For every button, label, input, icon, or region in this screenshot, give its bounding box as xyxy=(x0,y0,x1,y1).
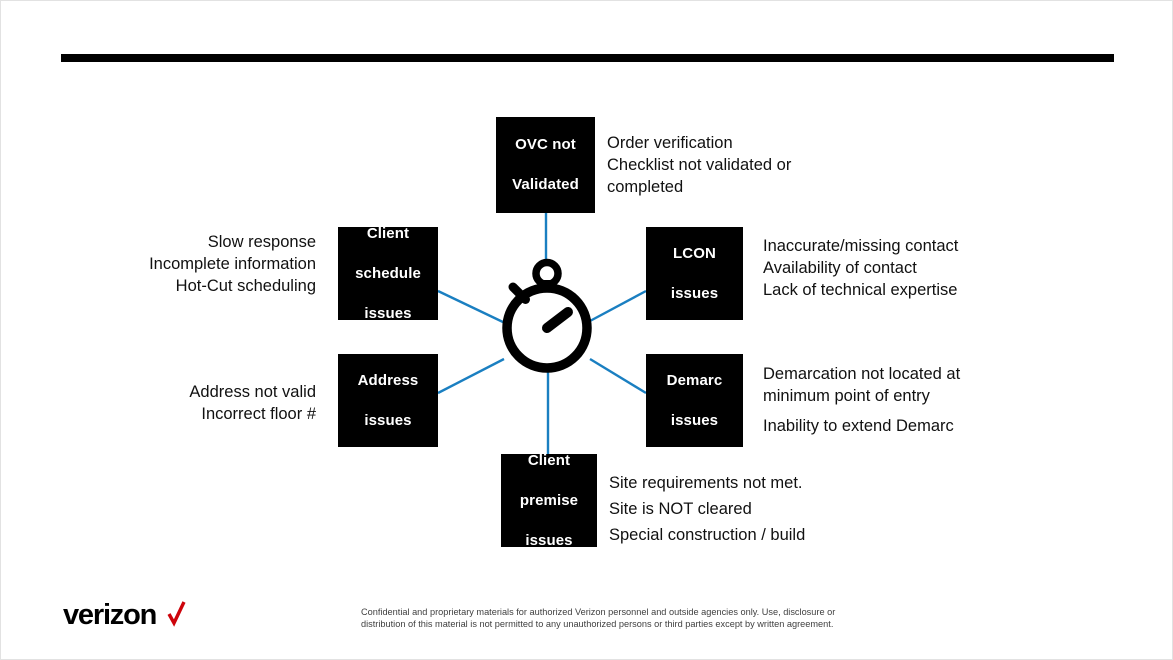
node-label-line: OVC not xyxy=(515,136,576,153)
description-line: Inaccurate/missing contact xyxy=(763,237,959,255)
description-line: Inability to extend Demarc xyxy=(763,417,954,435)
node-box-demarc[interactable]: Demarc issues xyxy=(646,354,743,447)
header-rule xyxy=(61,54,1114,62)
verizon-logo: verizon xyxy=(63,599,186,631)
description-client-premise: Site requirements not met. Site is NOT c… xyxy=(609,472,909,546)
description-line: Checklist not validated or xyxy=(607,156,792,174)
connector-demarc xyxy=(589,357,647,395)
description-address: Address not valid Incorrect floor # xyxy=(16,381,316,425)
hub-and-spoke-diagram: OVC not Validated Client schedule issues… xyxy=(1,1,1173,601)
node-label-line: issues xyxy=(364,411,412,429)
description-line: Hot-Cut scheduling xyxy=(175,277,316,295)
node-label-line: Client xyxy=(527,451,571,469)
node-label-line: Client xyxy=(366,224,410,242)
stopwatch-icon xyxy=(502,258,592,373)
node-box-client-schedule[interactable]: Client schedule issues xyxy=(338,224,438,322)
node-label-line: issues xyxy=(670,411,719,429)
connector-address xyxy=(437,357,505,395)
node-box-lcon[interactable]: LCON issues xyxy=(646,227,743,320)
description-line: Address not valid xyxy=(189,383,316,401)
description-client-schedule: Slow response Incomplete information Hot… xyxy=(16,231,316,297)
description-line: Site requirements not met. xyxy=(609,474,803,492)
node-label-line: LCON xyxy=(673,244,716,262)
confidentiality-note-line: Confidential and proprietary materials f… xyxy=(361,607,836,617)
description-line: minimum point of entry xyxy=(763,387,930,405)
description-line: Incorrect floor # xyxy=(201,405,316,423)
description-line: Incomplete information xyxy=(149,255,316,273)
description-demarc: Demarcation not located at minimum point… xyxy=(763,363,1063,437)
node-label-line: schedule xyxy=(355,264,421,282)
confidentiality-note-line: distribution of this material is not per… xyxy=(361,618,834,629)
description-ovc: Order verification Checklist not validat… xyxy=(607,132,907,198)
node-label-line: Validated xyxy=(512,176,579,193)
connector-client-schedule xyxy=(437,289,506,325)
description-line: Lack of technical expertise xyxy=(763,281,958,299)
node-label-line: issues xyxy=(525,531,573,549)
node-label-line: premise xyxy=(519,491,579,509)
connector-lcon xyxy=(589,289,647,323)
description-line: Order verification xyxy=(607,134,733,152)
check-mark-icon xyxy=(167,601,186,627)
connector-lines xyxy=(437,213,647,454)
node-box-client-premise[interactable]: Client premise issues xyxy=(501,451,597,549)
node-label-line: Address xyxy=(357,371,419,389)
confidentiality-note: Confidential and proprietary materials f… xyxy=(361,607,901,630)
verizon-wordmark: verizon xyxy=(63,599,156,631)
description-line: Availability of contact xyxy=(763,259,917,277)
node-label-line: issues xyxy=(364,304,412,322)
description-line: Demarcation not located at xyxy=(763,365,961,383)
description-line: Site is NOT cleared xyxy=(609,500,752,518)
description-line: Special construction / build xyxy=(609,526,806,544)
description-line: completed xyxy=(607,178,684,196)
node-box-address[interactable]: Address issues xyxy=(338,354,438,447)
node-label-line: Demarc xyxy=(666,371,723,389)
node-box-ovc[interactable]: OVC not Validated xyxy=(496,117,595,213)
node-label-line: issues xyxy=(670,284,719,302)
description-line: Slow response xyxy=(207,233,316,251)
description-lcon: Inaccurate/missing contact Availability … xyxy=(763,235,1063,301)
